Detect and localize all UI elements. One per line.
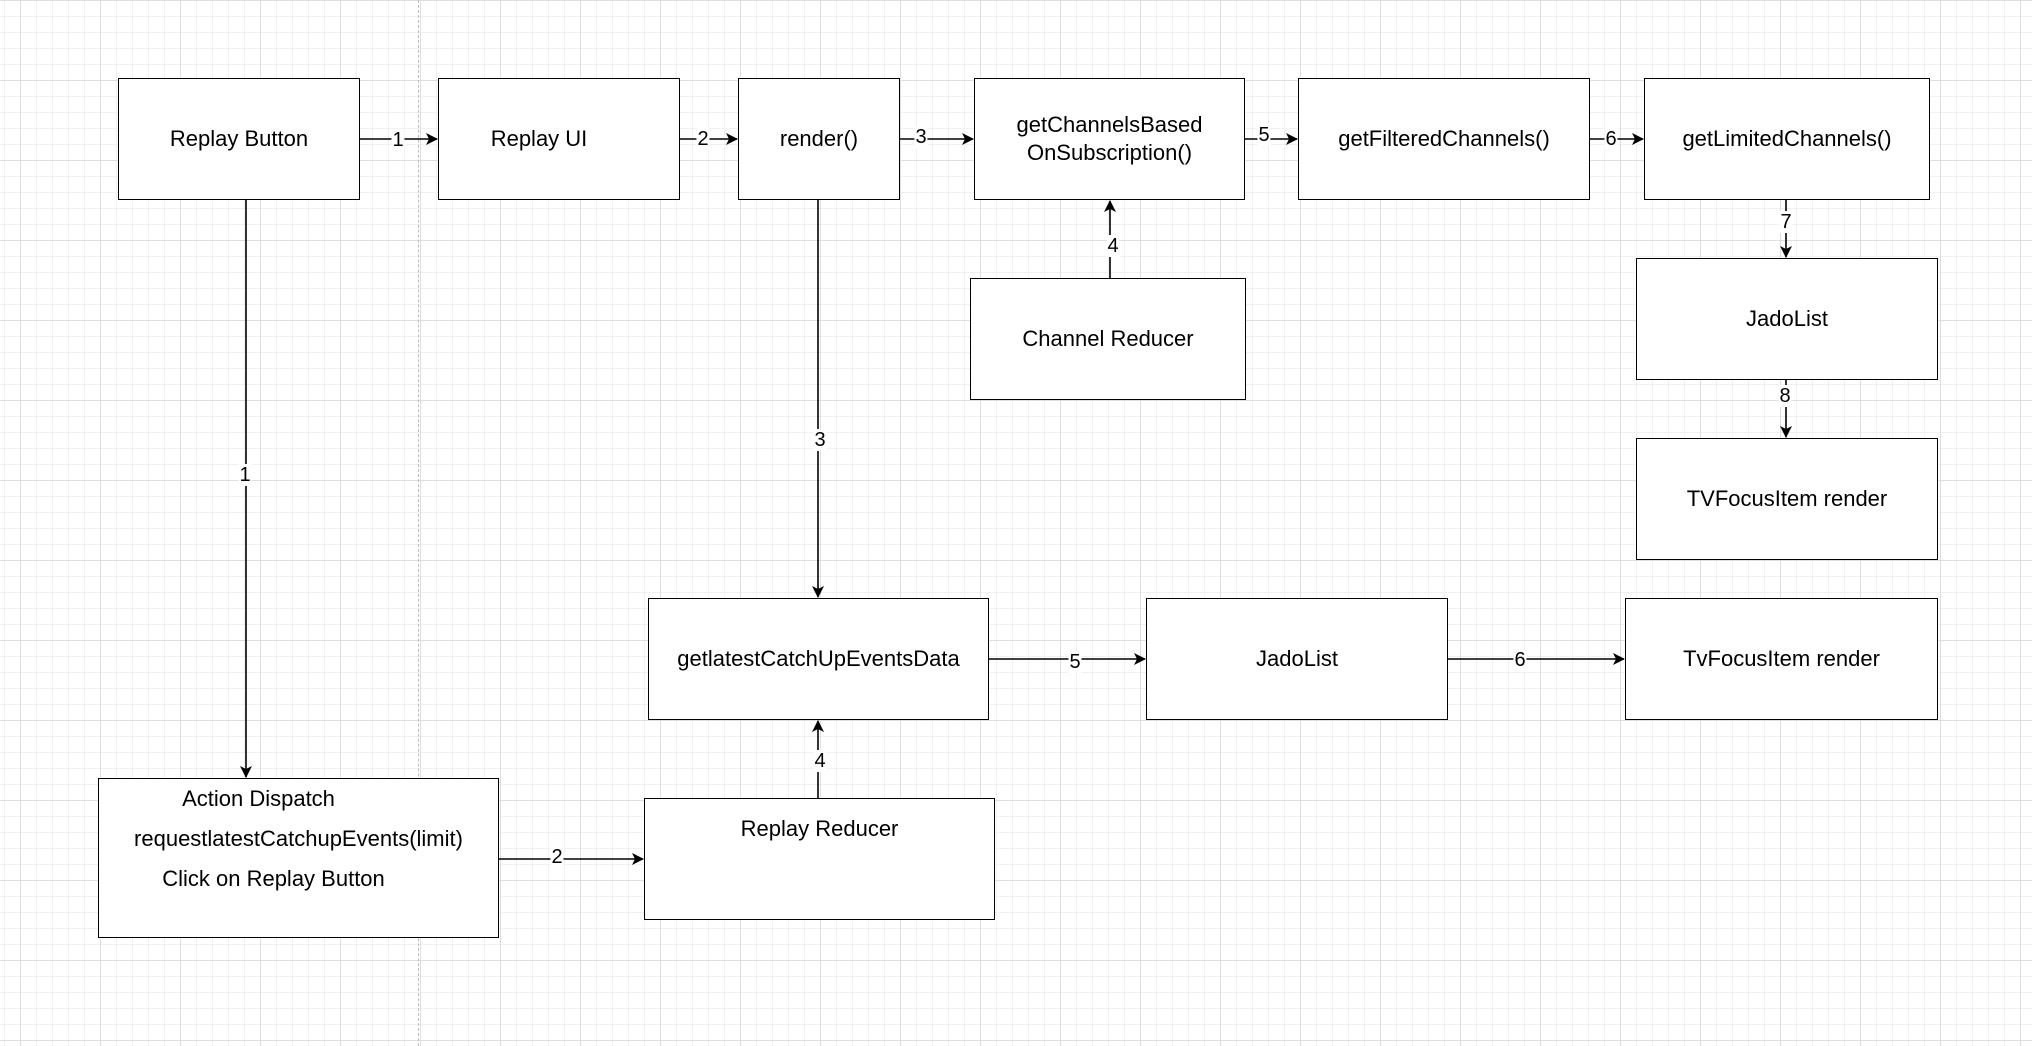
node-label: getChannelsBased OnSubscription() — [1016, 112, 1203, 165]
node-replay-reducer[interactable]: Replay Reducer — [644, 798, 995, 920]
edge-label: 5 — [1257, 124, 1271, 146]
edge-label: 1 — [238, 464, 252, 486]
action-dispatch-trigger: Click on Replay Button — [162, 866, 385, 891]
node-label: render() — [779, 126, 859, 151]
node-tvfocusitem-render-bottom[interactable]: TvFocusItem render — [1625, 598, 1938, 720]
edge-label: 6 — [1513, 649, 1527, 671]
node-render[interactable]: render() — [738, 78, 900, 200]
node-channel-reducer[interactable]: Channel Reducer — [970, 278, 1246, 400]
node-label: Replay UI — [490, 126, 588, 151]
node-jadolist-bottom[interactable]: JadoList — [1146, 598, 1448, 720]
node-get-channels-based-on-subscription[interactable]: getChannelsBased OnSubscription() — [974, 78, 1245, 200]
node-label: JadoList — [1256, 646, 1338, 671]
edge-label: 8 — [1778, 385, 1792, 407]
node-label: Replay Button — [169, 126, 309, 151]
edge-label: 6 — [1604, 128, 1618, 150]
edge-label: 1 — [391, 129, 405, 151]
edge-label: 7 — [1779, 211, 1793, 233]
node-label: getLimitedChannels() — [1682, 126, 1892, 151]
node-label: TVFocusItem render — [1686, 486, 1888, 511]
node-label: Channel Reducer — [1022, 326, 1194, 351]
node-jadolist-top[interactable]: JadoList — [1636, 258, 1938, 380]
edge-label: 4 — [1106, 235, 1120, 257]
node-replay-ui[interactable]: Replay UI — [438, 78, 680, 200]
node-action-dispatch[interactable]: Action Dispatch requestlatestCatchupEven… — [98, 778, 499, 938]
edge-label: 5 — [1068, 651, 1082, 673]
page-break-divider — [418, 0, 419, 1046]
edge-label: 2 — [550, 846, 564, 868]
action-dispatch-method: requestlatestCatchupEvents(limit) — [134, 826, 463, 851]
node-tvfocusitem-render-top[interactable]: TVFocusItem render — [1636, 438, 1938, 560]
edge-label: 3 — [813, 429, 827, 451]
edge-label: 2 — [696, 128, 710, 150]
node-label: TvFocusItem render — [1683, 646, 1880, 671]
action-dispatch-title: Action Dispatch — [182, 786, 335, 811]
node-label: getFilteredChannels() — [1338, 126, 1550, 151]
edge-label: 4 — [813, 750, 827, 772]
node-label: JadoList — [1746, 306, 1828, 331]
node-get-filtered-channels[interactable]: getFilteredChannels() — [1298, 78, 1590, 200]
node-get-latest-catchup-events-data[interactable]: getlatestCatchUpEventsData — [648, 598, 989, 720]
edge-label: 3 — [914, 126, 928, 148]
node-label: getlatestCatchUpEventsData — [677, 646, 960, 671]
node-get-limited-channels[interactable]: getLimitedChannels() — [1644, 78, 1930, 200]
node-label: Replay Reducer — [740, 816, 899, 841]
node-replay-button[interactable]: Replay Button — [118, 78, 360, 200]
